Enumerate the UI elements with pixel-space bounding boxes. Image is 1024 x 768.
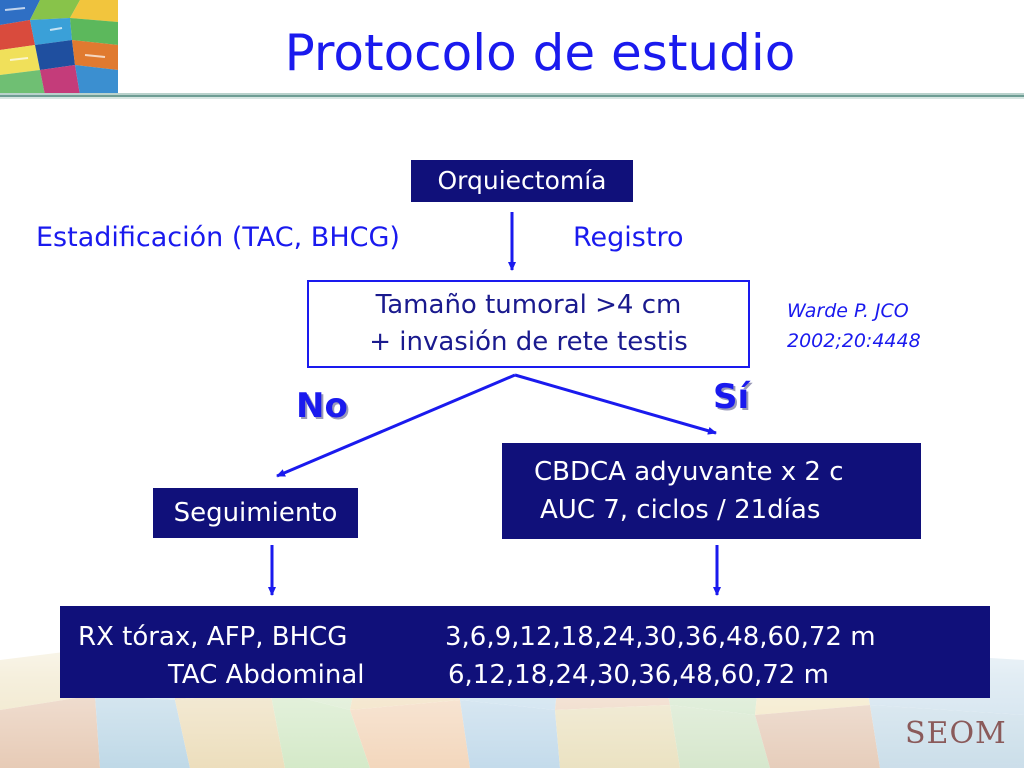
criteria-line-2: + invasión de rete testis — [369, 327, 688, 357]
followup-row1-schedule: 3,6,9,12,18,24,30,36,48,60,72 m — [445, 622, 876, 652]
reference-line-1: Warde P. JCO — [787, 300, 909, 322]
registry-label: Registro — [573, 222, 684, 253]
staging-label: Estadificación (TAC, BHCG) — [36, 222, 400, 253]
followup-row2-schedule: 6,12,18,24,30,36,48,60,72 m — [448, 660, 829, 690]
followup-row2-label: TAC Abdominal — [168, 660, 365, 690]
seguimiento-box: Seguimiento — [153, 488, 358, 538]
arrow-split-no — [276, 373, 516, 478]
slide-title: Protocolo de estudio — [284, 24, 796, 82]
branch-yes-label: Sí — [713, 377, 750, 417]
chemo-box: CBDCA adyuvante x 2 c AUC 7, ciclos / 21… — [502, 443, 921, 539]
followup-schedule-box: RX tórax, AFP, BHCG 3,6,9,12,18,24,30,36… — [60, 606, 990, 698]
header-divider — [0, 93, 1024, 99]
criteria-line-1: Tamaño tumoral >4 cm — [375, 290, 682, 320]
reference-line-2: 2002;20:4448 — [787, 330, 921, 352]
seom-logo: SEOM — [905, 716, 1007, 751]
followup-row1-label: RX tórax, AFP, BHCG — [78, 622, 348, 652]
corner-mosaic-decoration — [0, 0, 118, 95]
reference-citation: Warde P. JCO 2002;20:4448 — [787, 296, 921, 356]
branch-no-label: No — [296, 386, 348, 426]
chemo-line-1: CBDCA adyuvante x 2 c — [534, 457, 844, 487]
chemo-line-2: AUC 7, ciclos / 21días — [540, 495, 821, 525]
criteria-box: Tamaño tumoral >4 cm + invasión de rete … — [307, 280, 750, 368]
start-box-orquiectomia: Orquiectomía — [411, 160, 633, 202]
arrow-split-yes — [514, 373, 717, 435]
